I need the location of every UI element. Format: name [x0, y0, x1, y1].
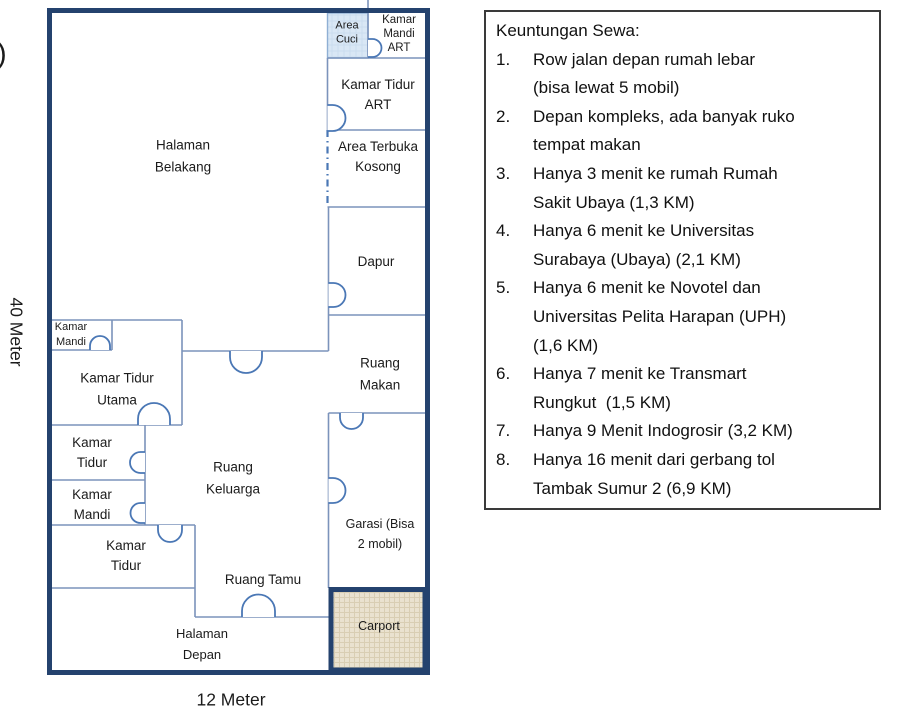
benefit-item: 2. Depan kompleks, ada banyak ruko tempa… — [496, 103, 873, 160]
benefit-item: 4. Hanya 6 menit ke Universitas Surabaya… — [496, 217, 873, 274]
room-label-halaman-belakang: Halaman Belakang — [154, 137, 212, 174]
width-dimension-label: 12 Meter — [196, 689, 266, 710]
door-ruang-makan — [339, 413, 364, 430]
room-label-area-terbuka: Area Terbuka Kosong — [337, 138, 419, 174]
benefit-item: 5. Hanya 6 menit ke Novotel dan Universi… — [496, 274, 873, 360]
stray-paren: ) — [0, 40, 7, 69]
door-kamar-mandi-utama — [89, 335, 111, 350]
floor-plan-drawing — [47, 0, 430, 675]
door-kamar-tidur-utama — [137, 402, 171, 425]
room-label-kamar-mandi-utama: Kamar Mandi — [54, 321, 88, 348]
door-kamar-mandi-art — [368, 38, 383, 58]
benefit-item: 1. Row jalan depan rumah lebar (bisa lew… — [496, 46, 873, 103]
room-label-ruang-keluarga: Ruang Keluarga — [205, 459, 261, 497]
benefit-number: 8. — [496, 449, 511, 469]
room-label-kamar-tidur-3: Kamar Tidur — [106, 537, 146, 573]
benefit-number: 4. — [496, 221, 511, 241]
carport-block — [328, 587, 428, 673]
door-hall-arch — [229, 351, 263, 374]
door-arcs — [89, 38, 383, 617]
benefit-number: 7. — [496, 421, 511, 441]
room-label-garasi: Garasi (Bisa 2 mobil) — [345, 517, 415, 551]
benefit-item: 6. Hanya 7 menit ke Transmart Rungkut (1… — [496, 360, 873, 417]
benefit-number: 2. — [496, 106, 511, 126]
benefit-text: Hanya 6 menit ke Novotel dan Universitas… — [533, 278, 787, 355]
room-label-area-cuci: Area Cuci — [335, 19, 359, 46]
benefit-item: 8. Hanya 16 menit dari gerbang tol Tamba… — [496, 446, 873, 503]
room-label-kamar-tidur-utama: Kamar Tidur Utama — [80, 370, 154, 408]
height-dimension-label: 40 Meter — [6, 297, 27, 367]
door-kamar-mandi-2 — [129, 502, 145, 524]
room-label-kamar-mandi-2: Kamar Mandi — [72, 486, 112, 522]
room-label-dapur: Dapur — [357, 254, 395, 270]
door-garasi — [328, 477, 347, 504]
benefit-number: 6. — [496, 364, 511, 384]
room-label-ruang-makan: Ruang Makan — [359, 355, 401, 392]
room-label-kamar-mandi-art: Kamar Mandi ART — [382, 13, 416, 55]
benefit-item: 7. Hanya 9 Menit Indogrosir (3,2 KM) — [496, 417, 873, 446]
benefit-number: 3. — [496, 163, 511, 183]
benefit-text: Hanya 6 menit ke Universitas Surabaya (U… — [533, 221, 755, 269]
benefit-text: Depan kompleks, ada banyak ruko tempat m… — [533, 106, 795, 155]
door-kamar-tidur-3 — [157, 525, 183, 543]
outer-wall — [47, 8, 430, 675]
benefits-box: Keuntungan Sewa: 1. Row jalan depan ruma… — [484, 10, 881, 510]
benefit-text: Hanya 9 Menit Indogrosir (3,2 KM) — [533, 421, 793, 441]
room-label-halaman-depan: Halaman Depan — [175, 626, 229, 662]
benefits-title: Keuntungan Sewa: — [496, 21, 640, 40]
benefit-text: Hanya 16 menit dari gerbang tol Tambak S… — [533, 449, 775, 498]
room-label-kamar-tidur-art: Kamar Tidur ART — [341, 76, 415, 112]
benefit-text: Hanya 7 menit ke Transmart Rungkut (1,5 … — [533, 364, 747, 412]
door-kamar-tidur-art — [327, 104, 347, 132]
benefit-text: Row jalan depan rumah lebar (bisa lewat … — [533, 49, 756, 98]
room-label-kamar-tidur-2: Kamar Tidur — [72, 434, 112, 470]
area-cuci-fill — [326, 12, 369, 59]
benefit-item: 3. Hanya 3 menit ke rumah Rumah Sakit Ub… — [496, 160, 873, 217]
door-dapur — [328, 282, 347, 308]
benefit-number: 1. — [496, 49, 511, 69]
benefit-number: 5. — [496, 278, 511, 298]
door-ruang-tamu — [241, 593, 276, 617]
room-label-ruang-tamu: Ruang Tamu — [224, 572, 302, 588]
room-label-carport: Carport — [358, 618, 400, 633]
benefit-text: Hanya 3 menit ke rumah Rumah Sakit Ubaya… — [533, 163, 778, 212]
door-kamar-tidur-2 — [129, 451, 145, 474]
